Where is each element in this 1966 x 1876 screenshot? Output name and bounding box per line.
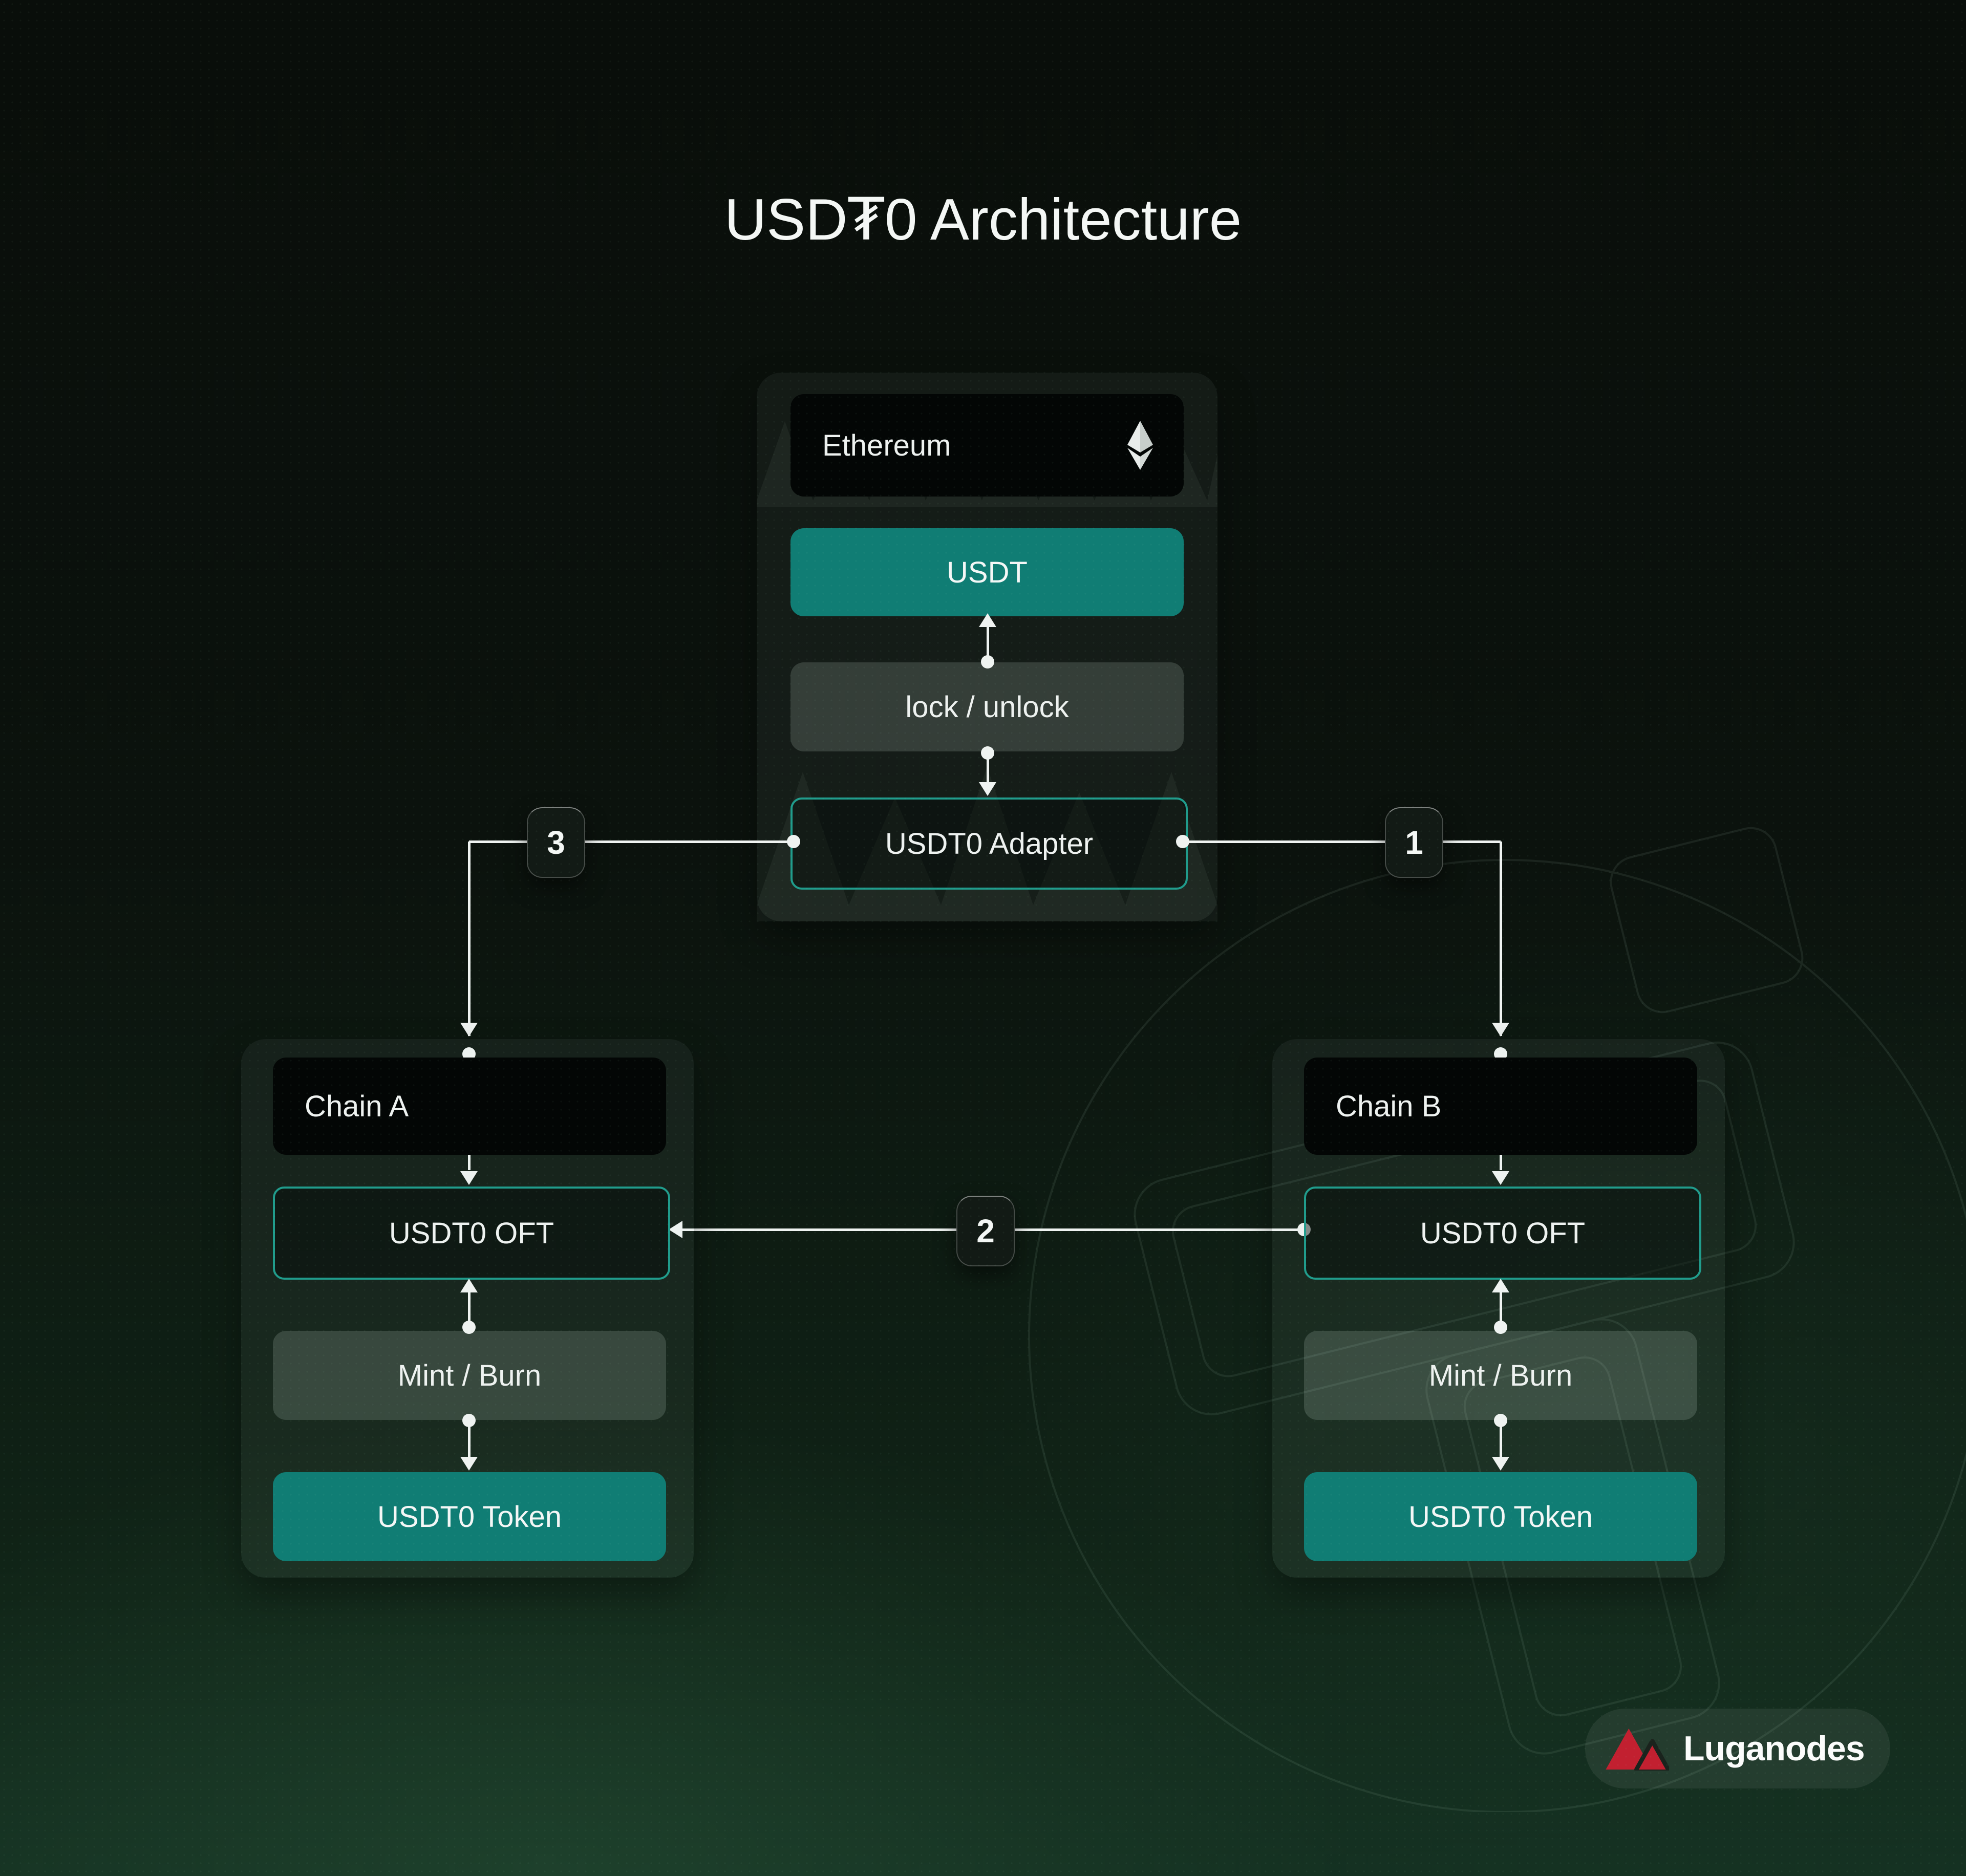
chain-b-card: Chain B USDT0 OFT Mint / Burn USDT0 Toke… <box>1272 1039 1725 1578</box>
chain-b-mint-burn-box: Mint / Burn <box>1304 1331 1697 1420</box>
page-title: USD₮0 Architecture <box>0 185 1966 253</box>
chain-a-token-box: USDT0 Token <box>273 1472 666 1561</box>
chain-b-oft-label: USDT0 OFT <box>1420 1216 1586 1250</box>
chain-a-oft-box: USDT0 OFT <box>273 1187 670 1280</box>
chain-b-label: Chain B <box>1336 1089 1442 1123</box>
step-badge-2: 2 <box>956 1196 1015 1266</box>
step-3-label: 3 <box>547 824 565 861</box>
title-post: 0 Architecture <box>885 187 1242 252</box>
ethereum-icon <box>1127 421 1153 470</box>
chain-b-mint-burn-label: Mint / Burn <box>1428 1359 1573 1392</box>
step-badge-1: 1 <box>1385 807 1443 878</box>
ethereum-network-label: Ethereum <box>822 428 951 462</box>
luganodes-brand-badge: Luganodes <box>1585 1709 1890 1788</box>
chain-a-label: Chain A <box>305 1089 409 1123</box>
usdt-label: USDT <box>947 555 1028 589</box>
chain-a-network-box: Chain A <box>273 1058 666 1155</box>
chain-a-oft-label: USDT0 OFT <box>389 1216 554 1250</box>
step-badge-3: 3 <box>527 807 585 878</box>
step-1-label: 1 <box>1405 824 1423 861</box>
luganodes-mountain-icon <box>1606 1728 1669 1771</box>
usdt0-adapter-label: USDT0 Adapter <box>885 827 1094 860</box>
usdt0-adapter-box: USDT0 Adapter <box>790 797 1188 890</box>
chain-a-card: Chain A USDT0 OFT Mint / Burn USDT0 Toke… <box>241 1039 694 1578</box>
usdt-box: USDT <box>790 528 1184 616</box>
chain-a-mint-burn-box: Mint / Burn <box>273 1331 666 1420</box>
step-2-label: 2 <box>976 1213 995 1249</box>
chain-a-token-label: USDT0 Token <box>377 1500 562 1534</box>
chain-b-token-box: USDT0 Token <box>1304 1472 1697 1561</box>
chain-b-network-box: Chain B <box>1304 1058 1697 1155</box>
title-pre: USD <box>724 187 848 252</box>
lock-unlock-label: lock / unlock <box>905 690 1069 724</box>
chain-b-oft-box: USDT0 OFT <box>1304 1187 1701 1280</box>
luganodes-wordmark: Luganodes <box>1683 1729 1865 1768</box>
chain-a-mint-burn-label: Mint / Burn <box>397 1359 542 1392</box>
chain-b-token-label: USDT0 Token <box>1408 1500 1593 1534</box>
lock-unlock-box: lock / unlock <box>790 662 1184 751</box>
ethereum-network-box: Ethereum <box>790 394 1184 497</box>
tether-symbol: ₮ <box>847 185 885 253</box>
